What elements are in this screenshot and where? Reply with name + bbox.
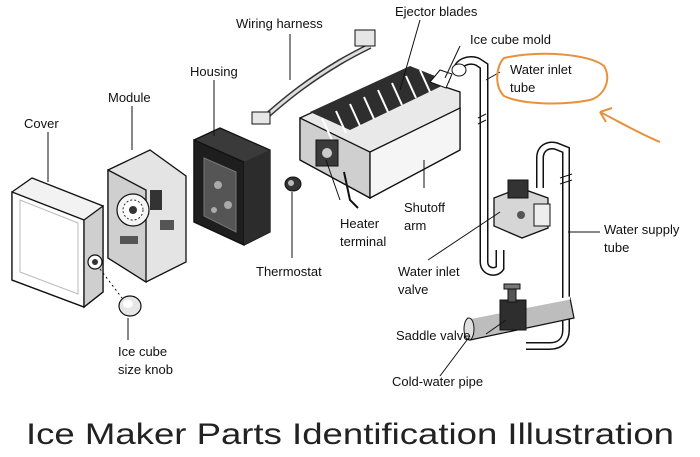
diagram-title: Ice Maker Parts Identification Illustrat… (26, 418, 674, 451)
label-water-inlet-valve-2: valve (398, 282, 428, 297)
label-heater-terminal-2: terminal (340, 234, 386, 249)
leader-lines (47, 19, 600, 377)
label-cold-water-pipe: Cold-water pipe (392, 374, 483, 389)
label-shutoff-arm-2: arm (404, 218, 426, 233)
highlight-annotation (496, 52, 661, 143)
label-wiring-harness: Wiring harness (236, 16, 323, 31)
label-water-supply-tube-1: Water supply (604, 222, 680, 237)
label-saddle-valve: Saddle valve (396, 328, 470, 343)
water-supply-tube-part (526, 141, 573, 350)
label-water-inlet-valve-1: Water inlet (398, 264, 460, 279)
label-ejector-blades: Ejector blades (395, 4, 478, 19)
label-shutoff-arm-1: Shutoff (404, 200, 445, 215)
label-ice-cube-mold: Ice cube mold (470, 32, 551, 47)
ice-cube-size-knob (99, 268, 142, 317)
label-cover: Cover (24, 116, 59, 131)
water-inlet-valve-part (493, 179, 551, 239)
label-ice-cube-knob-2: size knob (118, 362, 173, 377)
label-water-inlet-tube-1: Water inlet (510, 62, 572, 77)
label-water-supply-tube-2: tube (604, 240, 629, 255)
label-housing: Housing (190, 64, 238, 79)
label-heater-terminal-1: Heater (340, 216, 380, 231)
water-inlet-tube-part (451, 55, 505, 276)
saddle-valve-part (499, 283, 527, 331)
label-thermostat: Thermostat (256, 264, 322, 279)
label-water-inlet-tube-2: tube (510, 80, 535, 95)
module-part (107, 149, 187, 284)
thermostat-part (284, 176, 302, 192)
wiring-harness-part (251, 29, 376, 125)
label-ice-cube-knob-1: Ice cube (118, 344, 167, 359)
ice-cube-mold-part (299, 66, 461, 200)
housing-part (193, 127, 271, 247)
label-module: Module (108, 90, 151, 105)
shutoff-arm-part (343, 171, 359, 209)
cover-part (11, 177, 104, 309)
